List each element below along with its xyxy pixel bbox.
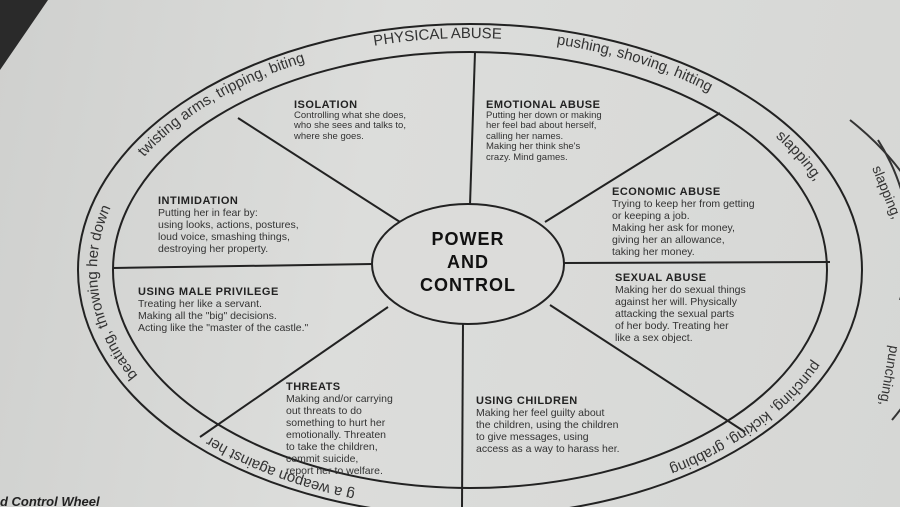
center-line: CONTROL [420, 275, 516, 295]
ring-punching: punching, kicking, grabbing [667, 358, 824, 478]
section-line: Making her feel guilty about [476, 407, 605, 419]
section-title: ISOLATION [294, 99, 358, 111]
section-line: something to hurt her [286, 417, 386, 429]
section-line: Putting her in fear by: [158, 207, 258, 219]
inner-ring [112, 51, 828, 489]
section-line: commit suicide, [286, 453, 359, 465]
section-line: report her to welfare. [286, 465, 383, 477]
back-page-punching: punching, [877, 344, 900, 407]
section-line: Trying to keep her from getting [612, 198, 755, 210]
section-line: Making her ask for money, [612, 222, 735, 234]
svg-text:twisting arms, tripping, bitin: twisting arms, tripping, biting [134, 49, 306, 159]
section-line: giving her an allowance, [612, 234, 725, 246]
caption: ud Control Wheel [0, 494, 100, 507]
section-line: like a sex object. [615, 332, 693, 344]
back-page-ring [849, 119, 900, 421]
section-line: using looks, actions, postures, [158, 219, 299, 231]
ring-twisting: twisting arms, tripping, biting [134, 49, 306, 159]
section-line: Making and/or carrying [286, 393, 393, 405]
ring-beating: beating, throwing her down [84, 202, 141, 383]
section-line: destroying her property. [158, 243, 269, 255]
spokes [112, 51, 831, 507]
section-line: Making her think she's [486, 141, 581, 152]
center-line: POWER [431, 229, 505, 249]
svg-text:punching, kicking, grabbing: punching, kicking, grabbing [667, 358, 824, 478]
section-title: THREATS [286, 381, 341, 393]
section-line: attacking the sexual parts [615, 308, 735, 320]
section-line: taking her money. [612, 246, 695, 258]
section-line: Putting her down or making [486, 109, 602, 121]
section-title: ECONOMIC ABUSE [612, 186, 721, 198]
section-line: to take the children, [286, 441, 378, 453]
section-line: where she goes. [294, 130, 364, 142]
section-line: out threats to do [286, 405, 362, 417]
section-line: Acting like the "master of the castle." [138, 322, 309, 334]
section-line: crazy. Mind games. [486, 151, 568, 163]
center-title: POWER AND CONTROL [380, 228, 556, 297]
section-line: or keeping a job. [612, 210, 690, 222]
section-line: the children, using the children [476, 419, 619, 431]
section-title: SEXUAL ABUSE [615, 272, 707, 284]
section-title: EMOTIONAL ABUSE [486, 99, 601, 111]
section-line: Making all the "big" decisions. [138, 310, 277, 322]
section-line: calling her names. [486, 130, 564, 142]
outer-ring [77, 23, 863, 507]
section-line: access as a way to harass her. [476, 443, 620, 455]
section-line: Treating her like a servant. [138, 298, 262, 310]
section-line: Making her do sexual things [615, 284, 746, 296]
section-line: who she sees and talks to, [294, 120, 406, 131]
section-title: USING MALE PRIVILEGE [138, 286, 279, 298]
center-circle [371, 203, 565, 325]
section-line: to give messages, using [476, 431, 589, 443]
section-line: her feel bad about herself, [486, 120, 597, 131]
center-line: AND [447, 252, 489, 272]
section-line: Controlling what she does, [294, 109, 406, 121]
section-title: INTIMIDATION [158, 195, 239, 207]
back-page-ring-outer [877, 139, 900, 300]
section-line: emotionally. Threaten [286, 429, 387, 441]
section-title: USING CHILDREN [476, 395, 578, 407]
section-line: loud voice, smashing things, [158, 231, 290, 243]
svg-text:beating, throwing her down: beating, throwing her down [84, 202, 141, 383]
section-line: against her will. Physically [615, 296, 737, 308]
section-line: of her body. Treating her [615, 320, 729, 332]
